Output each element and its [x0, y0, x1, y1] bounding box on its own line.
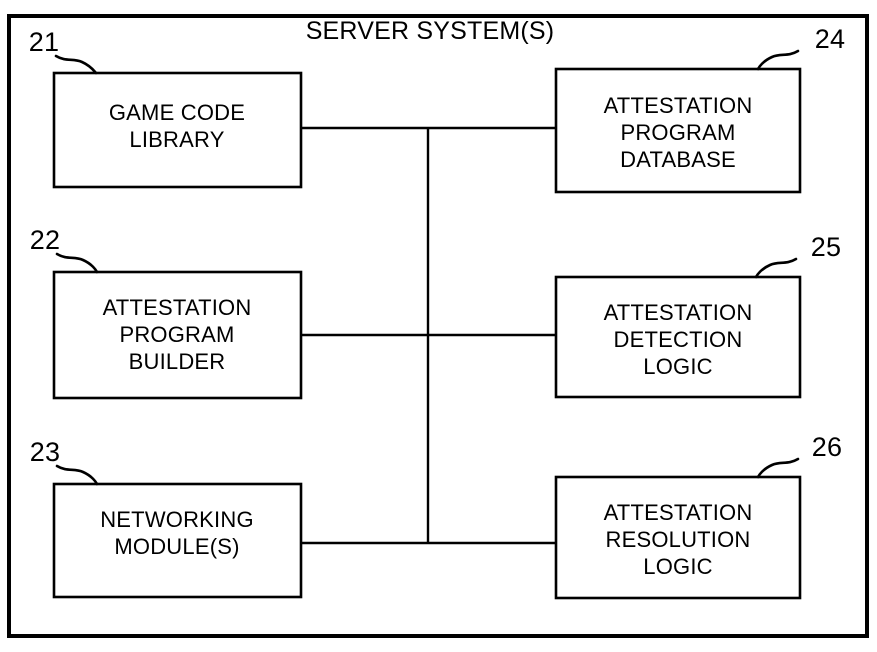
block-attestation-detection-logic-line1: ATTESTATION — [604, 300, 753, 325]
leader-line-23 — [55, 464, 99, 486]
block-attestation-detection-logic[interactable] — [554, 275, 802, 399]
leader-line-26 — [756, 457, 800, 479]
block-networking-modules-line2: MODULE(S) — [114, 534, 239, 559]
ref-number-23: 23 — [30, 437, 60, 467]
ref-number-26: 26 — [812, 432, 842, 462]
block-attestation-detection-logic-line2: DETECTION — [614, 327, 743, 352]
block-attestation-detection-logic-line3: LOGIC — [643, 354, 712, 379]
block-attestation-program-builder-line2: PROGRAM — [119, 322, 234, 347]
block-attestation-program-builder-line3: BUILDER — [129, 349, 226, 374]
block-attestation-program-database-line3: DATABASE — [620, 147, 736, 172]
leader-line-21 — [54, 54, 98, 75]
leader-line-22 — [55, 252, 99, 274]
block-attestation-resolution-logic-line1: ATTESTATION — [604, 500, 753, 525]
block-attestation-program-database-line1: ATTESTATION — [604, 93, 753, 118]
block-networking-modules-line1: NETWORKING — [100, 507, 254, 532]
page-title: SERVER SYSTEM(S) — [306, 17, 555, 45]
server-system-boundary — [7, 14, 869, 638]
block-game-code-library-line1: GAME CODE — [109, 100, 245, 125]
block-game-code-library[interactable] — [52, 71, 303, 189]
ref-number-25: 25 — [811, 232, 841, 262]
block-networking-modules[interactable] — [52, 482, 303, 599]
block-attestation-program-builder[interactable] — [52, 270, 303, 400]
block-attestation-program-database[interactable] — [554, 67, 802, 194]
leader-line-24 — [756, 49, 800, 71]
ref-number-22: 22 — [30, 225, 60, 255]
block-attestation-program-database-line2: PROGRAM — [620, 120, 735, 145]
block-attestation-program-builder-line1: ATTESTATION — [103, 295, 252, 320]
block-attestation-resolution-logic-line3: LOGIC — [643, 554, 712, 579]
ref-number-21: 21 — [29, 27, 59, 57]
ref-number-24: 24 — [815, 24, 845, 54]
block-attestation-resolution-logic[interactable] — [554, 475, 802, 600]
block-game-code-library-line2: LIBRARY — [129, 127, 224, 152]
leader-line-25 — [754, 257, 798, 279]
block-attestation-resolution-logic-line2: RESOLUTION — [605, 527, 750, 552]
